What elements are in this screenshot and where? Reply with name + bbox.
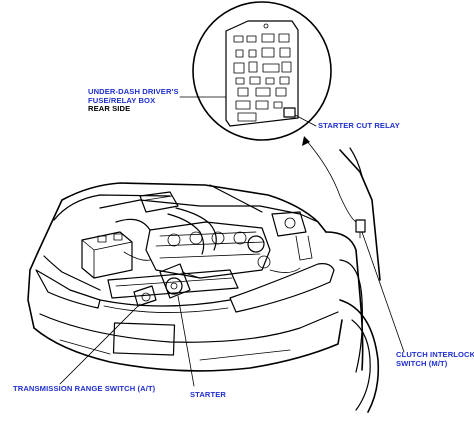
right-tire bbox=[351, 319, 371, 411]
clutch-interlock-switch bbox=[355, 219, 366, 239]
right-headlight bbox=[229, 263, 335, 313]
pulley bbox=[247, 235, 265, 253]
clutch-interlock-label-line1: CLUTCH INTERLOCK bbox=[396, 350, 474, 359]
right-fender bbox=[325, 231, 364, 371]
fuse-box-body bbox=[225, 20, 299, 127]
radiator-support bbox=[107, 269, 239, 299]
transmission-range-label: TRANSMISSION RANGE SWITCH (A/T) bbox=[13, 384, 156, 393]
license-plate-area bbox=[112, 322, 176, 356]
starter-cut-relay-leader bbox=[294, 114, 317, 127]
right-wheel-arch bbox=[339, 299, 380, 413]
right-strut-tower bbox=[271, 211, 313, 261]
battery bbox=[81, 231, 133, 279]
starter-label: STARTER bbox=[190, 390, 226, 399]
fuse-box-label-line3: REAR SIDE bbox=[88, 104, 131, 114]
left-fender bbox=[27, 251, 39, 329]
arrow-head bbox=[302, 136, 310, 146]
fuse-box-detail-circle bbox=[179, 1, 332, 141]
leader-lines bbox=[59, 136, 405, 387]
fuse-slots bbox=[233, 33, 292, 122]
starter bbox=[159, 263, 201, 299]
starter-cut-relay-slot bbox=[283, 107, 296, 118]
starter-cut-relay-label: STARTER CUT RELAY bbox=[318, 121, 400, 130]
fuse-box-label: UNDER-DASH DRIVER'S FUSE/RELAY BOX REAR … bbox=[88, 87, 179, 114]
hood-edge bbox=[37, 182, 327, 253]
front-bumper bbox=[33, 319, 343, 372]
hood-prop-rod bbox=[209, 184, 263, 213]
transmission-leader bbox=[59, 303, 141, 385]
engine-block bbox=[145, 221, 271, 279]
grille-top bbox=[99, 299, 231, 307]
fuse-box-label-line2: FUSE/RELAY BOX bbox=[88, 95, 156, 105]
air-intake bbox=[139, 191, 217, 255]
fuse-box-label-line1: UNDER-DASH DRIVER'S bbox=[88, 87, 179, 96]
relay-location-arrow bbox=[305, 139, 357, 223]
a-pillar bbox=[339, 149, 381, 281]
clutch-interlock-label: CLUTCH INTERLOCK SWITCH (M/T) bbox=[396, 350, 474, 368]
vehicle-outline bbox=[27, 147, 381, 413]
detail-circle-outline bbox=[192, 1, 332, 141]
left-headlight bbox=[35, 269, 101, 309]
clutch-leader bbox=[361, 231, 405, 353]
transmission-range-switch bbox=[133, 285, 157, 307]
clutch-interlock-label-line2: SWITCH (M/T) bbox=[396, 358, 448, 368]
engine-compartment bbox=[81, 191, 319, 299]
starter-leader bbox=[177, 295, 195, 387]
